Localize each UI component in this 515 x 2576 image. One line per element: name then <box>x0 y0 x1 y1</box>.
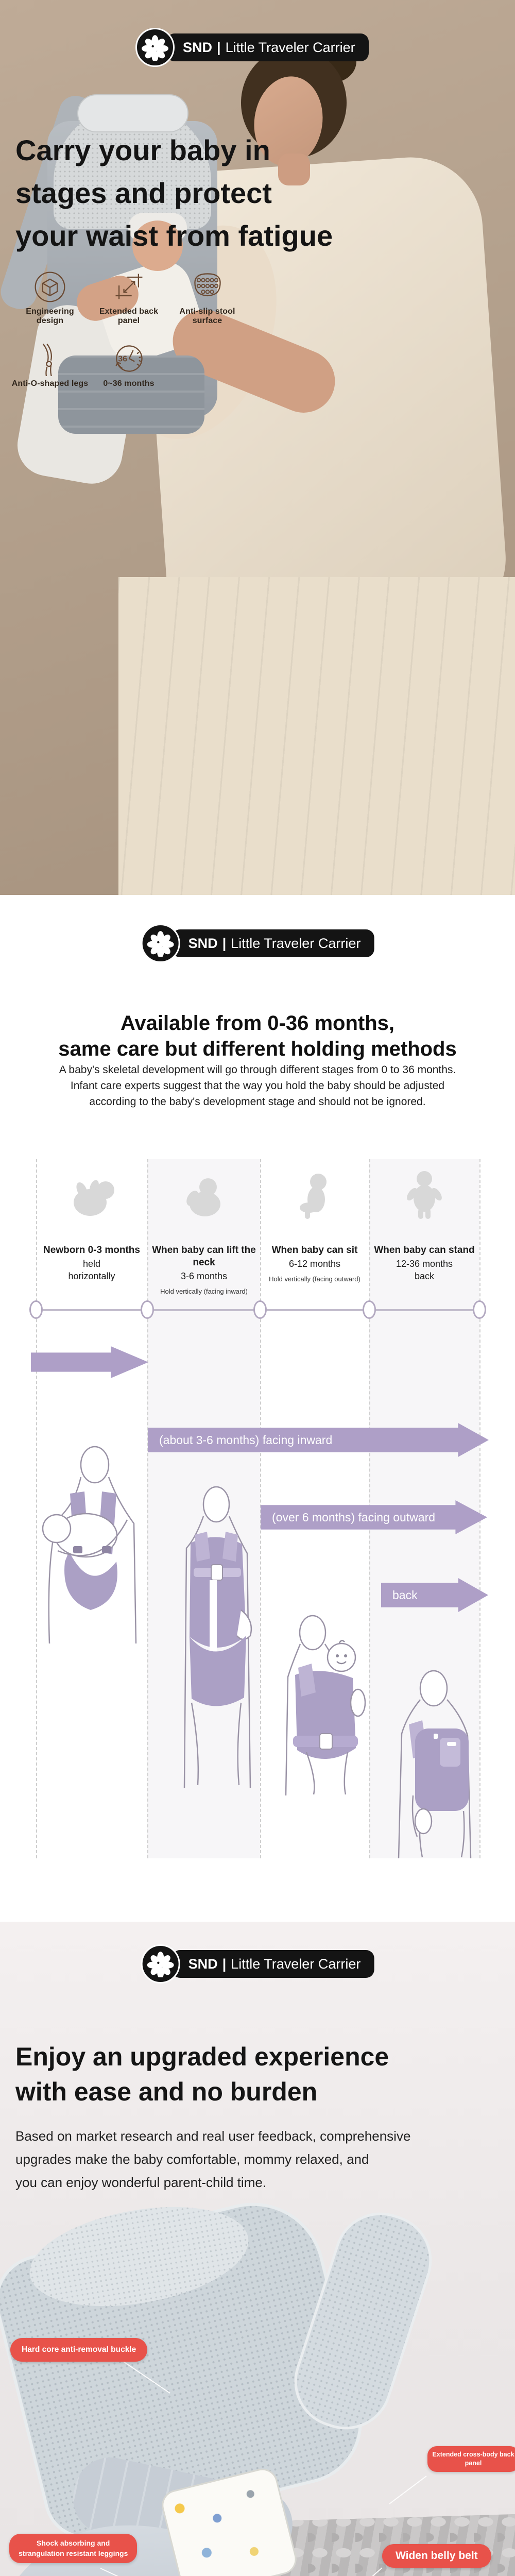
callout-connector-lines <box>100 2361 427 2576</box>
stage-arrow-facing-outward: (over 6 months) facing outward <box>261 1500 487 1534</box>
baby-sitting-icon <box>286 1165 343 1222</box>
stage-column-sit: When baby can sit 6-12 months Hold verti… <box>260 1244 369 1283</box>
brand-badge: SND | Little Traveler Carrier <box>141 924 374 963</box>
stage-note: Hold vertically (facing outward) <box>269 1275 360 1283</box>
feature-anti-o-legs: Anti-O-shaped legs <box>11 341 89 388</box>
brand-name: SND <box>188 1956 218 1972</box>
feature-engineering-design: Engineering design <box>11 269 89 326</box>
upgrade-heading: Enjoy an upgraded experience with ease a… <box>15 2042 389 2106</box>
timeline-node <box>473 1300 486 1319</box>
dashed-divider <box>36 1159 37 1858</box>
brand-logo-icon <box>135 28 175 67</box>
hero-section: SND | Little Traveler Carrier Carry your… <box>0 0 515 895</box>
stage-subtitle: held horizontally <box>68 1259 115 1281</box>
flower-bird-icon <box>142 35 168 61</box>
brand-badge: SND | Little Traveler Carrier <box>135 28 369 67</box>
hero-photo-hipseat <box>58 355 204 434</box>
anti-slip-dots-icon <box>194 273 221 297</box>
feature-extended-back-panel: Extended back panel <box>90 269 167 326</box>
timeline-node <box>363 1300 376 1319</box>
baby-lying-icon <box>63 1165 120 1222</box>
feature-label: Extended back panel <box>99 307 159 325</box>
illustration-facing-inward <box>164 1481 262 1790</box>
brand-logo-icon <box>141 924 180 963</box>
clock-icon-number: 36 <box>118 354 127 364</box>
stage-column-stand: When baby can stand 12-36 months back <box>370 1244 479 1287</box>
stage-arrow-newborn <box>31 1346 148 1378</box>
leg-bones-icon <box>42 343 52 376</box>
stage-column-lift-neck: When baby can lift the neck 3-6 months H… <box>149 1244 259 1295</box>
stage-subtitle: 6-12 months <box>288 1259 341 1269</box>
callout-label: Extended cross-body back panel <box>432 2451 514 2467</box>
arrow-label: (over 6 months) facing outward <box>272 1510 436 1524</box>
feature-0-36-months: 36 0~36 months <box>90 341 167 388</box>
flower-bird-icon <box>147 931 174 957</box>
brand-badge-text: SND | Little Traveler Carrier <box>166 33 369 61</box>
callout-label: Widen belly belt <box>396 2550 478 2562</box>
upgrade-intro: Based on market research and real user f… <box>15 2128 411 2190</box>
illustration-hold-horizontally <box>37 1440 148 1646</box>
callout-widen-belly-belt: Widen belly belt <box>382 2544 491 2568</box>
extend-diagonal-arrow-icon <box>115 274 143 299</box>
callout-extended-back-panel: Extended cross-body back panel <box>427 2446 515 2472</box>
brand-product-name: Little Traveler Carrier <box>225 39 355 55</box>
stages-intro: A baby's skeletal development will go th… <box>59 1064 456 1108</box>
brand-product-name: Little Traveler Carrier <box>231 935 361 951</box>
hero-headline: Carry your baby in stages and protect yo… <box>15 133 333 252</box>
stages-heading: Available from 0-36 months, same care bu… <box>58 1012 457 1061</box>
stage-column-newborn: Newborn 0-3 months held horizontally <box>37 1244 146 1287</box>
illustration-facing-outward <box>276 1610 373 1798</box>
stage-subtitle: 3-6 months <box>180 1271 228 1281</box>
timeline-node <box>253 1300 267 1319</box>
flower-bird-icon <box>147 1952 174 1977</box>
brand-divider: | <box>222 1956 227 1972</box>
brand-badge-text: SND | Little Traveler Carrier <box>171 1950 374 1978</box>
dashed-divider <box>147 1159 148 1858</box>
brand-badge: SND | Little Traveler Carrier <box>141 1944 374 1984</box>
brand-name: SND <box>188 935 218 951</box>
callout-label: Shock absorbing and strangulation resist… <box>19 2539 128 2557</box>
clock-36-icon: 36 <box>115 345 143 372</box>
stage-subtitle: 12-36 months back <box>396 1259 453 1281</box>
brand-product-name: Little Traveler Carrier <box>231 1956 361 1972</box>
baby-standing-icon <box>396 1165 453 1222</box>
timeline-node <box>141 1300 154 1319</box>
callout-shock-absorbing-leggings: Shock absorbing and strangulation resist… <box>9 2534 138 2564</box>
stage-title: When baby can sit <box>271 1245 358 1256</box>
dashed-divider <box>479 1159 480 1858</box>
timeline-node <box>29 1300 43 1319</box>
hero-photo-headrest <box>77 94 188 132</box>
brand-divider: | <box>222 935 227 951</box>
feature-label: Anti-slip stool surface <box>179 307 235 325</box>
hero-photo-skirt <box>118 577 515 895</box>
upgrade-section: SND | Little Traveler Carrier Enjoy an u… <box>0 1922 515 2576</box>
feature-label: Engineering design <box>26 307 74 325</box>
illustration-back-carry <box>386 1667 482 1861</box>
stage-title: When baby can stand <box>374 1245 475 1256</box>
stage-title: Newborn 0-3 months <box>43 1245 140 1256</box>
stage-arrow-facing-inward: (about 3-6 months) facing inward <box>148 1423 489 1457</box>
hero-photo-baby-head <box>132 221 183 271</box>
brand-name: SND <box>183 39 213 55</box>
brand-badge-text: SND | Little Traveler Carrier <box>171 929 374 957</box>
stage-note: Hold vertically (facing inward) <box>160 1287 248 1295</box>
callout-hard-core-buckle: Hard core anti-removal buckle <box>10 2338 148 2362</box>
arrow-label: (about 3-6 months) facing inward <box>159 1433 333 1447</box>
callout-label: Hard core anti-removal buckle <box>22 2345 136 2354</box>
brand-divider: | <box>217 39 221 55</box>
stage-title: When baby can lift the neck <box>152 1245 256 1268</box>
arrow-label: back <box>392 1588 418 1602</box>
baby-lift-neck-icon <box>175 1165 232 1222</box>
feature-anti-slip-surface: Anti-slip stool surface <box>165 269 250 326</box>
hero-photo-neck <box>278 154 310 185</box>
feature-label: Anti-O-shaped legs <box>11 379 89 388</box>
feature-label: 0~36 months <box>103 379 154 388</box>
brand-logo-icon <box>141 1944 180 1984</box>
engineering-cube-icon <box>35 272 65 302</box>
stages-section: SND | Little Traveler Carrier Available … <box>0 895 515 1922</box>
